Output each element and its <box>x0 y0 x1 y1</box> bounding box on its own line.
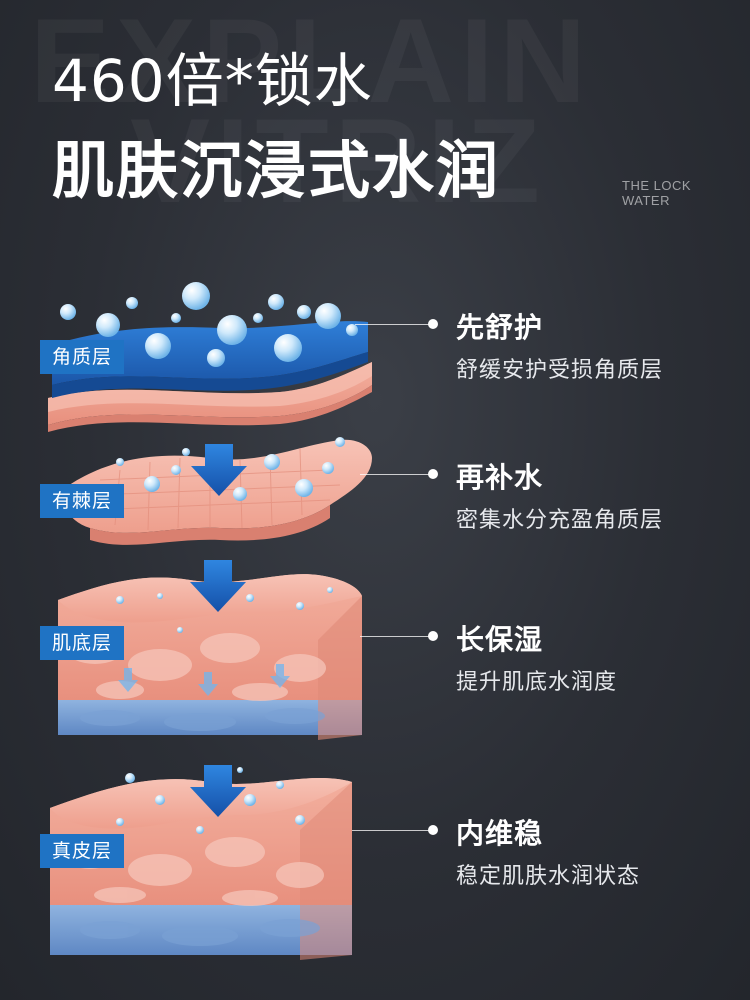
benefit-desc-moisturize: 提升肌底水润度 <box>456 670 618 695</box>
benefit-title-moisturize: 长保湿 <box>456 623 544 656</box>
arrow-down-icon <box>190 765 246 817</box>
connector-line <box>360 636 433 637</box>
penetration-arrows <box>118 444 290 817</box>
arrow-down-icon <box>270 664 290 688</box>
tag-spinous-layer: 有棘层 <box>40 484 125 518</box>
tag-stratum-corneum: 角质层 <box>40 340 125 374</box>
connector-dot <box>428 825 438 835</box>
arrow-down-icon <box>198 672 218 696</box>
lock-water-badge-line1: THE LOCK <box>622 178 692 193</box>
connector-dot <box>428 631 438 641</box>
tag-dermis: 真皮层 <box>40 834 125 868</box>
benefit-title-hydrate: 再补水 <box>456 461 544 494</box>
background-word-bottom: VITRIZ <box>130 92 546 230</box>
connector-line <box>360 474 433 475</box>
tag-basal-layer: 肌底层 <box>40 626 125 660</box>
layer-stratum-corneum-graphic <box>48 321 372 432</box>
benefit-title-stabilize: 内维稳 <box>456 817 544 850</box>
benefit-desc-soothe: 舒缓安护受损角质层 <box>456 358 664 383</box>
headline-secondary: 肌肤沉浸式水润 <box>52 134 501 207</box>
arrow-down-icon <box>118 668 138 692</box>
benefit-desc-hydrate: 密集水分充盈角质层 <box>456 508 664 533</box>
benefit-title-soothe: 先舒护 <box>456 311 544 344</box>
benefit-desc-stabilize: 稳定肌肤水润状态 <box>456 864 641 889</box>
connector-line <box>352 830 433 831</box>
connector-line <box>355 324 433 325</box>
arrow-down-icon <box>191 444 247 496</box>
connector-dot <box>428 319 438 329</box>
lock-water-badge-line2: WATER <box>622 193 670 208</box>
water-bubbles <box>60 282 358 834</box>
connector-dot <box>428 469 438 479</box>
background-word-top: EXPLAIN <box>30 0 592 130</box>
headline-primary: 460倍*锁水 <box>52 47 373 115</box>
layer-dermis-graphic <box>50 778 352 960</box>
lock-water-badge: THE LOCK WATER <box>622 178 691 208</box>
arrow-down-icon <box>190 560 246 612</box>
